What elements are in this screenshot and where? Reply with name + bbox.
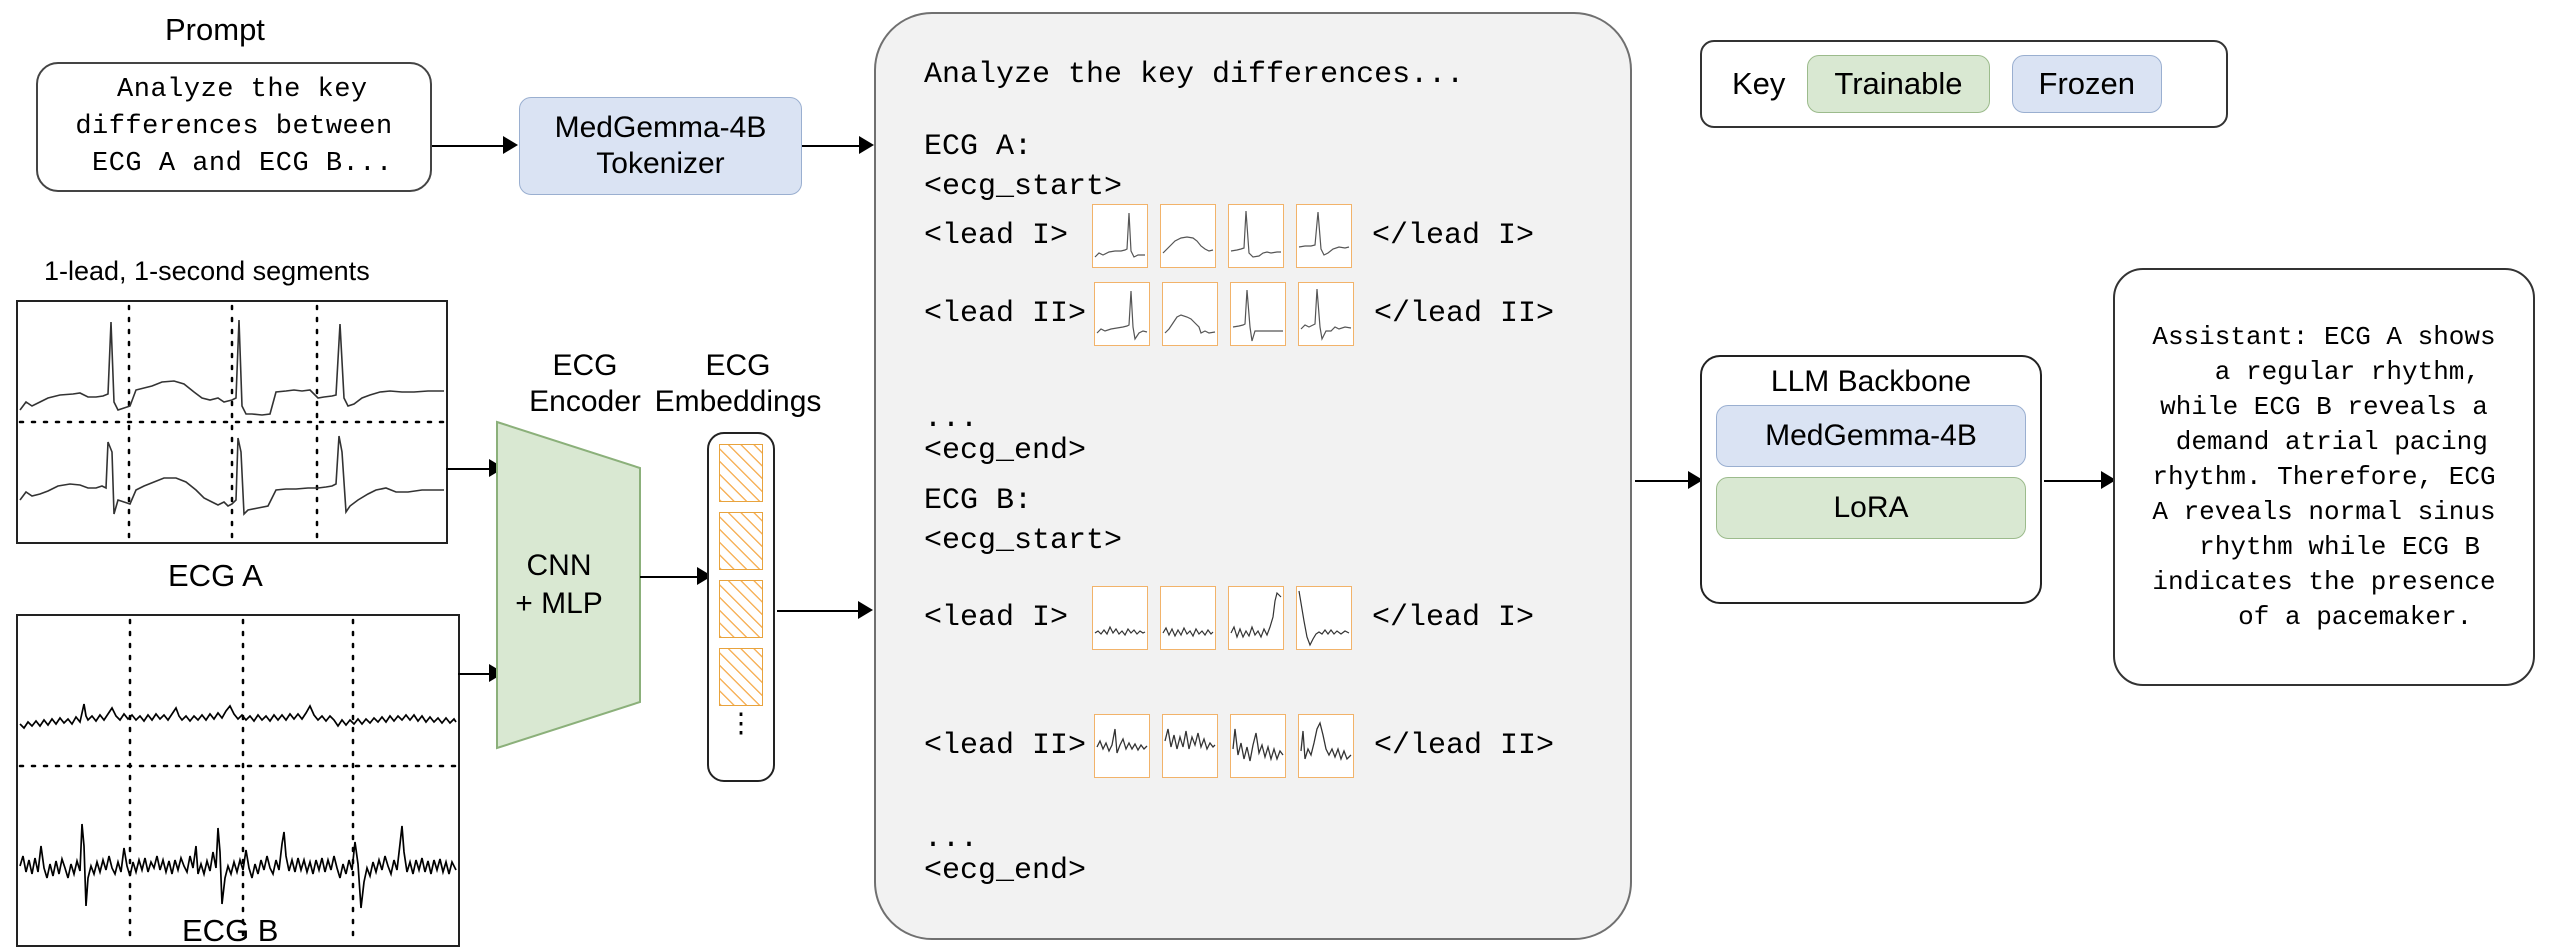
legend-trainable-pill: Trainable (1807, 55, 1990, 113)
panel-ecg-a-lead1-row: <lead I> </lead I> (924, 204, 1534, 268)
prompt-title: Prompt (165, 12, 265, 47)
embedding-cell (719, 444, 763, 502)
arrow-llm-to-assistant (2044, 470, 2116, 490)
ecg-thumbnail (1092, 586, 1149, 650)
ecg-thumbnail (1160, 204, 1217, 268)
lead2-open-tag: <lead II> (924, 297, 1087, 331)
ecg-encoder-body-label: CNN + MLP (495, 420, 623, 750)
assistant-output-text: Assistant: ECG A shows a regular rhythm,… (2152, 321, 2496, 632)
ecg-encoder-title-line1: ECG (552, 349, 618, 382)
ecg-segments-title: 1-lead, 1-second segments (44, 256, 370, 286)
ecg-embeddings-title: ECG Embeddings (655, 348, 822, 420)
ecg-thumbnail (1230, 714, 1287, 778)
ecg-a-caption: ECG A (168, 558, 263, 593)
ecg-thumbnail (1160, 586, 1217, 650)
ecg-thumbnail (1230, 282, 1287, 346)
panel-ecg-b-dots: ... (924, 822, 979, 856)
ecg-thumbnail (1162, 714, 1219, 778)
prompt-box: Analyze the key differences between ECG … (36, 62, 432, 192)
ecg-thumbnail (1092, 204, 1149, 268)
ecg-thumbnail (1162, 282, 1219, 346)
arrow-prompt-to-tokenizer (432, 135, 518, 155)
tokenizer-box: MedGemma-4B Tokenizer (519, 97, 802, 195)
panel-ecg-a-end-token: <ecg_end> (924, 434, 1087, 468)
encoder-shape-svg (496, 420, 641, 750)
lead1-close-tag: </lead I> (1372, 219, 1535, 253)
llm-lora-pill: LoRA (1716, 477, 2026, 539)
arrow-panel-to-llm (1635, 470, 1703, 490)
ecg-thumbnail (1094, 282, 1151, 346)
ecg-thumbnail (1298, 714, 1355, 778)
tokenizer-line1: MedGemma-4B (554, 111, 767, 144)
key-legend-label: Key (1732, 66, 1786, 101)
ecg-a-waveform-svg (18, 304, 446, 540)
arrow-tokenizer-to-panel (802, 135, 874, 155)
key-legend: Key Trainable Frozen (1700, 40, 2228, 128)
lead1-open-tag: <lead I> (924, 601, 1069, 635)
tokenizer-line2: Tokenizer (596, 147, 725, 180)
ecg-thumbnail (1296, 586, 1353, 650)
ecg-thumbnail (1228, 586, 1285, 650)
panel-ecg-b-header: ECG B: (924, 484, 1033, 518)
llm-backbone-box: LLM Backbone MedGemma-4B LoRA (1700, 355, 2042, 604)
panel-ecg-b-lead1-row: <lead I> </lead I> (924, 586, 1534, 650)
ecg-b-waveform-svg (18, 618, 458, 943)
lead1-close-tag: </lead I> (1372, 601, 1535, 635)
ecg-b-caption: ECG B (182, 913, 279, 948)
ecg-encoder-title-line2: Encoder (529, 385, 641, 418)
encoder-body-line2: + MLP (515, 587, 603, 620)
ecg-a-signal-panel (16, 300, 448, 544)
ecg-embeddings-title-line2: Embeddings (654, 385, 822, 418)
panel-ecg-a-start-token: <ecg_start> (924, 170, 1123, 204)
panel-ecg-b-end-token: <ecg_end> (924, 854, 1087, 888)
lead2-close-tag: </lead II> (1374, 297, 1555, 331)
ecg-thumbnail (1296, 204, 1353, 268)
prompt-text: Analyze the key differences between ECG … (75, 74, 393, 179)
ecg-thumbnail (1298, 282, 1355, 346)
lead2-open-tag: <lead II> (924, 729, 1087, 763)
panel-prompt-line: Analyze the key differences... (924, 58, 1465, 92)
llm-frozen-model-pill: MedGemma-4B (1716, 405, 2026, 467)
llm-backbone-title: LLM Backbone (1770, 365, 1972, 398)
encoder-body-line1: CNN (526, 549, 592, 582)
tokenizer-label: MedGemma-4B Tokenizer (555, 110, 767, 182)
panel-ecg-b-start-token: <ecg_start> (924, 524, 1123, 558)
ecg-encoder-trapezoid: CNN + MLP (495, 420, 660, 750)
embedding-cell (719, 512, 763, 570)
panel-ecg-b-lead2-row: <lead II> </lead II> (924, 714, 1554, 778)
ecg-thumbnail (1094, 714, 1151, 778)
ecg-embeddings-stack: ⋮ (707, 432, 775, 782)
panel-ecg-a-lead2-row: <lead II> </lead II> (924, 282, 1554, 346)
ecg-embeddings-title-line1: ECG (705, 349, 771, 382)
embedding-cell (719, 648, 763, 706)
arrow-encoder-to-embeddings (640, 566, 712, 586)
assistant-output-box: Assistant: ECG A shows a regular rhythm,… (2113, 268, 2535, 686)
panel-ecg-a-header: ECG A: (924, 130, 1033, 164)
panel-ecg-a-dots: ... (924, 402, 979, 436)
ecg-encoder-title: ECG Encoder (529, 348, 641, 420)
token-sequence-panel: Analyze the key differences... ECG A: <e… (874, 12, 1632, 940)
lead2-close-tag: </lead II> (1374, 729, 1555, 763)
ecg-b-signal-panel (16, 614, 460, 947)
embedding-cell (719, 580, 763, 638)
arrow-embeddings-to-panel (777, 600, 873, 620)
lead1-open-tag: <lead I> (924, 219, 1069, 253)
embedding-ellipsis-icon: ⋮ (727, 708, 755, 738)
ecg-thumbnail (1228, 204, 1285, 268)
legend-frozen-pill: Frozen (2011, 55, 2162, 113)
